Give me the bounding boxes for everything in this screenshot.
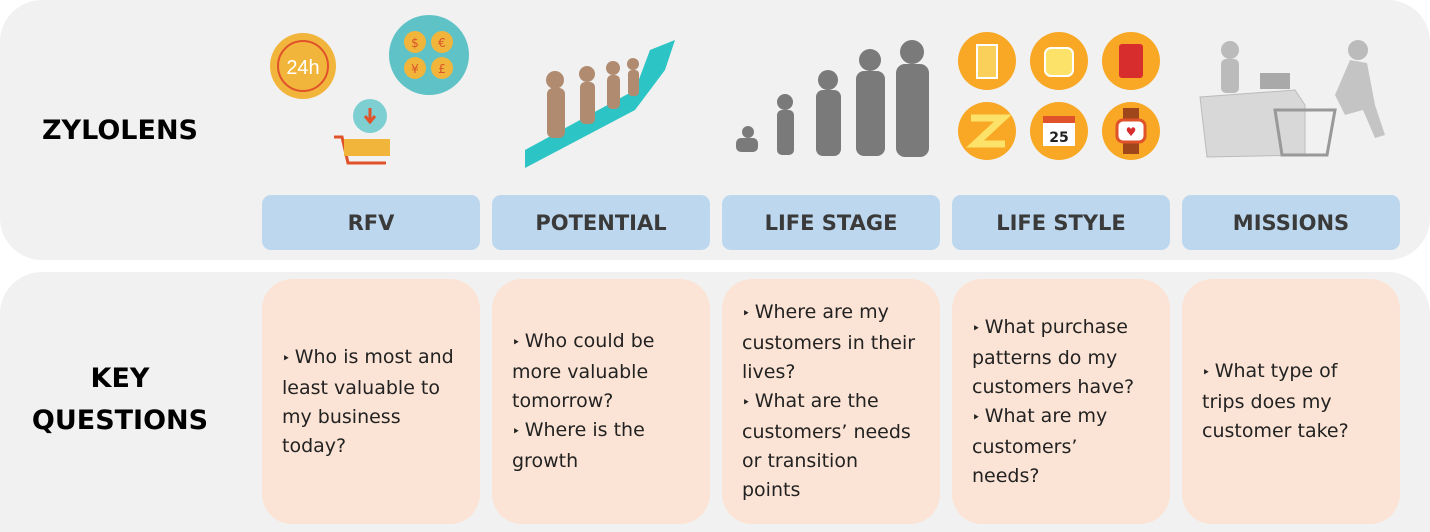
svg-text:$: $ bbox=[411, 36, 419, 50]
question-item: Where are my customers in their lives? bbox=[742, 298, 920, 387]
row-label-line: QUESTIONS bbox=[31, 405, 209, 436]
row-label-line: KEY bbox=[90, 363, 150, 394]
questions-life-stage: Where are my customers in their lives? W… bbox=[722, 279, 940, 524]
questions-life-style: What purchase patterns do my customers h… bbox=[952, 279, 1170, 524]
checkout-shopper-icon bbox=[1199, 40, 1385, 158]
questions-missions: What type of trips does my customer take… bbox=[1182, 279, 1400, 524]
calendar-icon: 25 bbox=[1049, 130, 1068, 146]
heart-watch-icon bbox=[1115, 118, 1147, 144]
lens-label-potential: POTENTIAL bbox=[492, 195, 710, 250]
question-item: What are my customers’ needs? bbox=[972, 402, 1150, 491]
lens-label-rfv: RFV bbox=[262, 195, 480, 250]
svg-text:♥: ♥ bbox=[1126, 125, 1137, 139]
question-item: What are the customers’ needs or transit… bbox=[742, 387, 920, 505]
lens-label-life-stage: LIFE STAGE bbox=[722, 195, 940, 250]
row-label-questions: KEY QUESTIONS bbox=[10, 358, 230, 442]
lifestyle-icons: 25 ♥ bbox=[958, 32, 1160, 160]
life-stage-silhouettes-icon bbox=[736, 40, 929, 157]
row-label-lens: ZYLOLENS bbox=[41, 115, 198, 146]
question-item: Who is most and least valuable to my bus… bbox=[282, 343, 460, 461]
question-item: Who could be more valuable tomorrow? bbox=[512, 327, 690, 416]
rfv-icons: 24h $ € ¥ £ bbox=[270, 15, 469, 165]
svg-text:¥: ¥ bbox=[411, 62, 419, 76]
currency-coins-icon: $ € ¥ £ bbox=[389, 15, 469, 95]
questions-potential: Who could be more valuable tomorrow? Whe… bbox=[492, 279, 710, 524]
question-item: Where is the growth bbox=[512, 416, 690, 476]
supplement-icon bbox=[1119, 44, 1143, 78]
question-item: What type of trips does my customer take… bbox=[1202, 357, 1380, 446]
sportswear-icon bbox=[1044, 47, 1074, 77]
lens-label-missions: MISSIONS bbox=[1182, 195, 1400, 250]
tape-measure-icon bbox=[966, 114, 1012, 148]
question-item: What purchase patterns do my customers h… bbox=[972, 313, 1150, 402]
clock-24h-icon: 24h bbox=[270, 33, 336, 99]
svg-text:£: £ bbox=[438, 62, 446, 76]
tug-of-war-arrow-icon bbox=[525, 40, 675, 168]
questions-rfv: Who is most and least valuable to my bus… bbox=[262, 279, 480, 524]
drink-icon bbox=[976, 44, 998, 79]
svg-text:€: € bbox=[438, 36, 446, 50]
shopping-cart-icon bbox=[334, 99, 390, 165]
lens-label-life-style: LIFE STYLE bbox=[952, 195, 1170, 250]
svg-text:24h: 24h bbox=[286, 57, 319, 79]
